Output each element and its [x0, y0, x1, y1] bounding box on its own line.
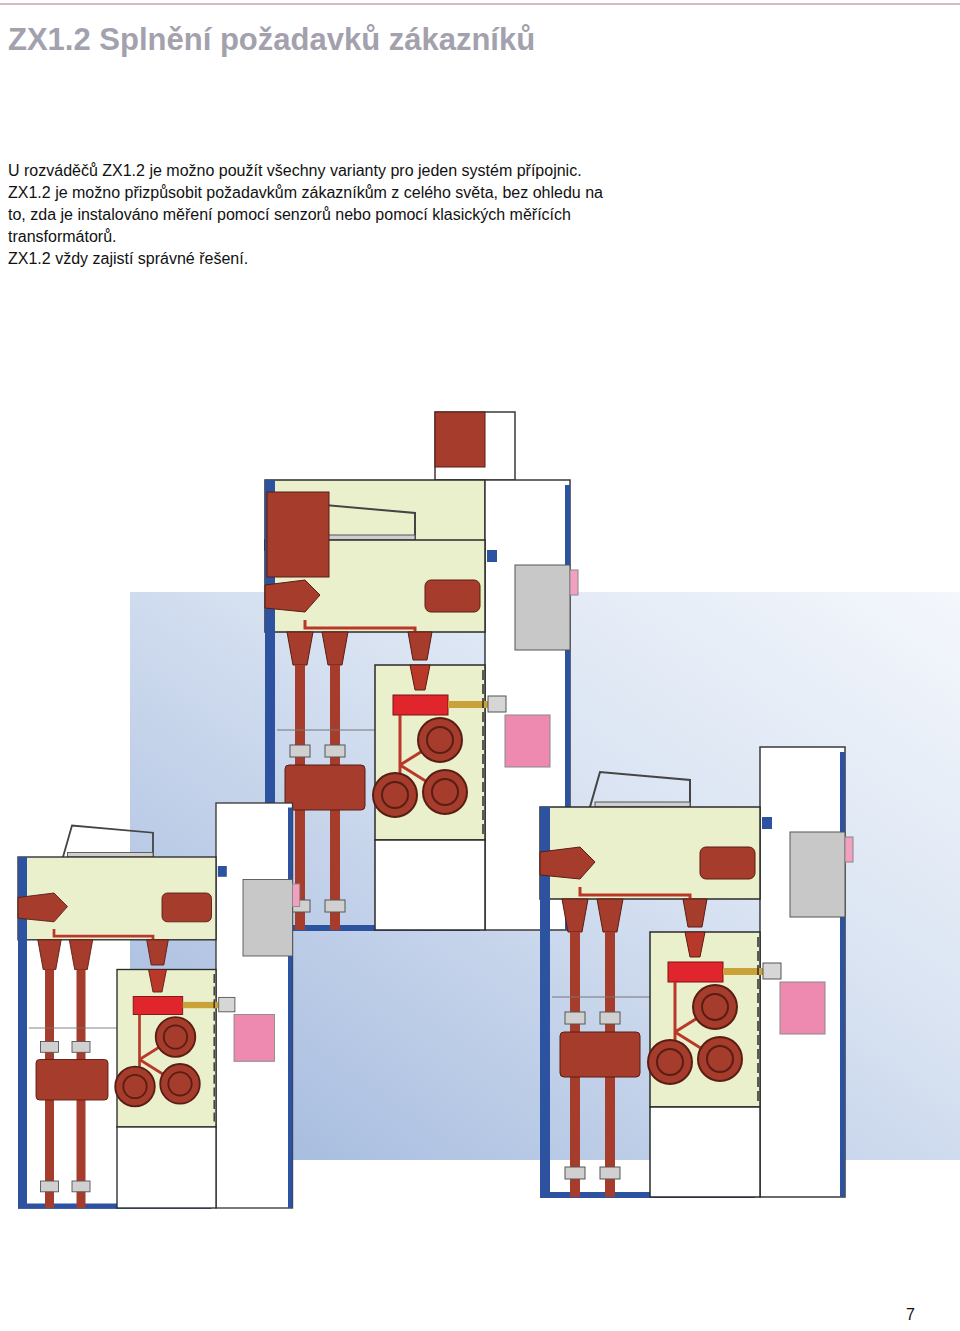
page-title: ZX1.2 Splnění požadavků zákazníků — [8, 22, 535, 58]
body-paragraph: ZX1.2 vždy zajistí správné řešení. — [8, 248, 623, 270]
page-number: 7 — [906, 1306, 915, 1324]
body-paragraph: U rozváděčů ZX1.2 je možno použít všechn… — [8, 160, 623, 248]
